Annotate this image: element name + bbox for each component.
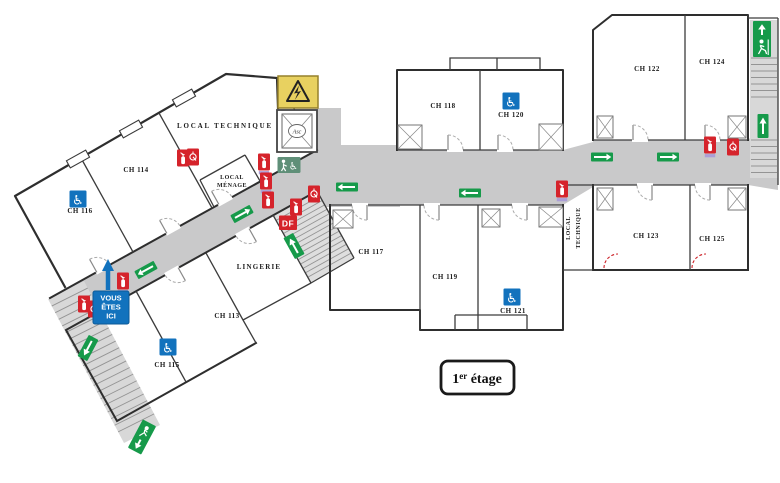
bay-window bbox=[65, 149, 91, 169]
wheelchair-icon bbox=[159, 338, 177, 357]
fixture bbox=[727, 115, 747, 139]
door-swing bbox=[511, 203, 528, 221]
room-label: CH 113 bbox=[214, 312, 239, 320]
fire-door-arc bbox=[603, 253, 707, 269]
door-swing bbox=[423, 203, 440, 221]
extinguisher-lavender-icon bbox=[260, 173, 272, 194]
door-swing bbox=[235, 226, 257, 245]
wheelchair-icon bbox=[503, 288, 521, 307]
room-label: CH 119 bbox=[432, 273, 457, 281]
corridor-elevator-side bbox=[317, 108, 341, 148]
door-swing bbox=[159, 217, 181, 236]
staircase-bottom-left bbox=[48, 281, 160, 443]
arrow-right-icon bbox=[656, 151, 680, 163]
room-label: LINGERIE bbox=[237, 263, 282, 271]
fixture bbox=[596, 115, 614, 139]
right-wing-walls bbox=[563, 14, 779, 271]
fixture bbox=[596, 187, 614, 211]
hose-reel-icon bbox=[726, 137, 740, 157]
extinguisher-icon bbox=[289, 198, 303, 216]
df-label: DF bbox=[282, 219, 294, 229]
fixture bbox=[538, 123, 564, 151]
df-badge: DF bbox=[279, 215, 297, 230]
fixture bbox=[397, 124, 423, 150]
elevator-label: Asc bbox=[292, 130, 302, 136]
bay-window bbox=[171, 88, 197, 108]
bathroom-fixtures bbox=[332, 115, 747, 229]
room-label: CH 123 bbox=[633, 232, 659, 240]
room-label: LOCAL bbox=[220, 175, 244, 181]
room-label: CH 115 bbox=[154, 361, 179, 369]
bay-window bbox=[118, 119, 144, 139]
door-swing bbox=[632, 124, 649, 142]
lightning-bolt-icon bbox=[294, 85, 301, 100]
door-swing bbox=[694, 183, 711, 201]
door-swing bbox=[211, 188, 233, 207]
left-wing-walls bbox=[13, 72, 355, 423]
fixture bbox=[538, 206, 564, 228]
extinguisher-icon bbox=[261, 191, 275, 209]
room-label: CH 116 bbox=[67, 207, 92, 215]
room-label: CH 120 bbox=[498, 111, 524, 119]
room-label: LOCAL bbox=[566, 216, 572, 240]
door-swing bbox=[497, 134, 514, 152]
corridor-right-wing bbox=[593, 140, 748, 185]
fixture bbox=[332, 209, 354, 229]
door-swing bbox=[351, 203, 368, 221]
fixture bbox=[481, 208, 501, 228]
room-label: CH 118 bbox=[430, 102, 455, 110]
arrow-right-icon bbox=[590, 151, 614, 163]
room-label: CH 124 bbox=[699, 58, 725, 66]
fixture bbox=[727, 187, 747, 211]
elevator-shaft: Asc bbox=[276, 109, 318, 153]
room-label: CH 122 bbox=[634, 65, 660, 73]
svg-text:1er étage: 1er étage bbox=[452, 371, 502, 387]
room-label: CH 125 bbox=[699, 235, 725, 243]
you-are-here-marker: VOUS ÊTES ICI bbox=[92, 259, 130, 325]
yah-line1: VOUS bbox=[100, 294, 121, 303]
room-label: CH 121 bbox=[500, 307, 526, 315]
door-swing bbox=[636, 183, 653, 201]
floor-title: 1er étage bbox=[439, 359, 516, 396]
extinguisher-lavender-icon bbox=[117, 273, 129, 294]
corridor-connector bbox=[563, 142, 593, 205]
hose-reel-icon bbox=[307, 184, 321, 204]
room-label: CH 117 bbox=[358, 248, 383, 256]
room-label: LOCAL TECHNIQUE bbox=[177, 122, 273, 130]
eas-icon bbox=[276, 156, 302, 174]
extinguisher-lavender-icon bbox=[556, 181, 568, 202]
wheelchair-icon bbox=[502, 92, 520, 111]
exit-up-icon bbox=[752, 20, 772, 58]
yah-line2: ÊTES bbox=[101, 303, 121, 312]
room-label: TECHNIQUE bbox=[576, 207, 582, 248]
middle-building-walls bbox=[329, 57, 564, 331]
room-label: MÉNAGE bbox=[217, 181, 247, 189]
staircases bbox=[48, 20, 778, 443]
arrow-left-icon bbox=[458, 187, 482, 199]
warning-triangle-icon bbox=[286, 80, 310, 102]
extinguisher-lavender-icon bbox=[258, 154, 270, 175]
arrow-up-icon bbox=[756, 113, 770, 139]
room-label: CH 114 bbox=[123, 166, 148, 174]
corridor-elevator-lobby bbox=[315, 145, 400, 207]
you-are-here-arrowhead bbox=[102, 259, 114, 271]
wheelchair-icon bbox=[69, 190, 87, 209]
hose-reel-icon bbox=[186, 147, 200, 167]
arrow-left-icon bbox=[335, 181, 359, 193]
extinguisher-lavender-icon bbox=[704, 137, 716, 158]
door-swing bbox=[447, 134, 464, 152]
yah-line3: ICI bbox=[106, 312, 116, 321]
door-swing bbox=[164, 265, 186, 284]
electrical-hazard-box bbox=[277, 75, 319, 109]
